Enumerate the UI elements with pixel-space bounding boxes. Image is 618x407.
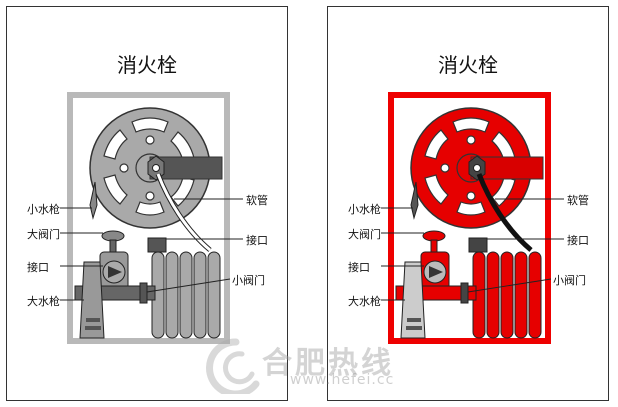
label-big-gun: 大水枪: [27, 295, 60, 308]
leader-lines-right: [381, 198, 564, 301]
cabinet-gray: [67, 92, 230, 344]
watermark-url: www.hefei.cc: [290, 372, 395, 388]
connector-right: [147, 237, 167, 253]
label-big-valve: 大阀门: [348, 228, 381, 241]
cabinet-red: [388, 92, 551, 344]
label-connector-right: 接口: [567, 234, 589, 247]
label-connector-left: 接口: [348, 261, 370, 274]
label-hose: 软管: [567, 194, 589, 207]
label-small-valve: 小阀门: [232, 274, 265, 287]
panel-title: 消火栓: [438, 53, 498, 77]
hose-line: [476, 173, 533, 252]
watermark-logo-icon: [206, 338, 260, 394]
folded-hose: [151, 251, 221, 339]
label-small-gun: 小水枪: [348, 203, 381, 216]
reel-slots: [424, 117, 516, 216]
label-hose: 软管: [246, 194, 268, 207]
watermark-text: 合肥热线: [262, 346, 394, 381]
panel-title: 消火栓: [117, 53, 177, 77]
small-gun-nozzle: [89, 181, 98, 220]
small-valve: [460, 282, 469, 304]
label-small-gun: 小水枪: [27, 203, 60, 216]
label-big-gun: 大水枪: [348, 295, 381, 308]
folded-hose: [472, 251, 542, 339]
label-connector-right: 接口: [246, 234, 268, 247]
small-valve: [139, 282, 148, 304]
connector-right: [468, 237, 488, 253]
hose-line: [156, 173, 211, 252]
label-small-valve: 小阀门: [553, 274, 586, 287]
label-connector-left: 接口: [27, 261, 49, 274]
label-big-valve: 大阀门: [27, 228, 60, 241]
small-gun-nozzle: [410, 181, 419, 220]
leader-lines-left: [60, 198, 243, 301]
